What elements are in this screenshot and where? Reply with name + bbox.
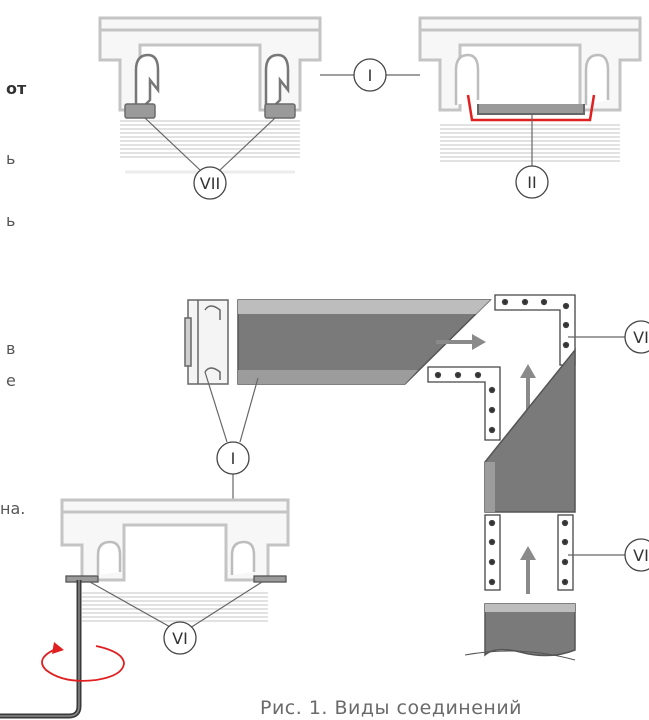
callout-ii: II: [527, 173, 536, 192]
clip-bracket-left: [124, 53, 160, 119]
callout-vi-bottom-circle: [163, 621, 197, 655]
text-fragment-5: е: [6, 371, 16, 390]
straight-plate-right: [557, 514, 574, 591]
vertical-profile-lower-top: [485, 604, 575, 612]
profile-extrusion-top: [238, 300, 490, 314]
clips-bottom-profile: [96, 540, 256, 575]
arrow-up-upper: [520, 364, 536, 412]
text-fragment-3: ь: [6, 211, 16, 230]
rotation-arrow-icon: [41, 645, 125, 682]
callout-middle-i: I: [231, 449, 236, 468]
profile-end-section: [184, 299, 229, 385]
arrow-right: [436, 334, 486, 350]
text-fragment-4: в: [6, 339, 16, 358]
arrow-up-lower: [520, 546, 536, 594]
callout-vi-bottom: VI: [172, 629, 188, 648]
leader-lines-bottom-vi: [89, 581, 263, 629]
leader-lines-middle-i: [204, 371, 259, 508]
clip-right-profile: [454, 53, 610, 105]
corner-plate-lower: [427, 366, 501, 441]
plate-right: [253, 575, 287, 583]
clip-bracket-right: [264, 53, 296, 119]
break-line: [464, 650, 576, 661]
callout-vi-upper: VI: [633, 328, 649, 347]
callout-vii-circle: [193, 166, 227, 200]
text-fragment-1: от: [6, 79, 27, 98]
plate-left: [65, 575, 99, 583]
callout-vii: VII: [200, 174, 220, 193]
callout-vi-upper-circle: [624, 320, 649, 354]
profile-extrusion-bottom: [238, 370, 418, 384]
callout-top-i-circle: [353, 58, 387, 92]
callout-ii-circle: [515, 165, 549, 199]
text-fragment-6: на.: [0, 499, 26, 518]
hex-key-highlight: [0, 580, 80, 717]
hex-key-icon: [0, 580, 82, 719]
callout-top-i: I: [368, 66, 373, 85]
figure-caption: Рис. 1. Виды соединений: [260, 697, 523, 719]
text-fragment-2: ь: [6, 149, 16, 168]
corner-plate-upper: [494, 294, 576, 366]
callout-middle-i-circle: [216, 441, 250, 475]
insert-plate: [477, 104, 585, 115]
straight-plate-left: [484, 514, 501, 591]
callout-vi-straight: VI: [633, 546, 649, 565]
callout-vi-straight-circle: [624, 538, 649, 572]
red-profile-outline: [466, 94, 596, 122]
vertical-profile-upper-edge: [485, 462, 495, 512]
rotation-arrowhead-icon: [52, 642, 64, 654]
leader-lines-vii: [144, 117, 276, 171]
profile-top-left: [98, 16, 322, 174]
